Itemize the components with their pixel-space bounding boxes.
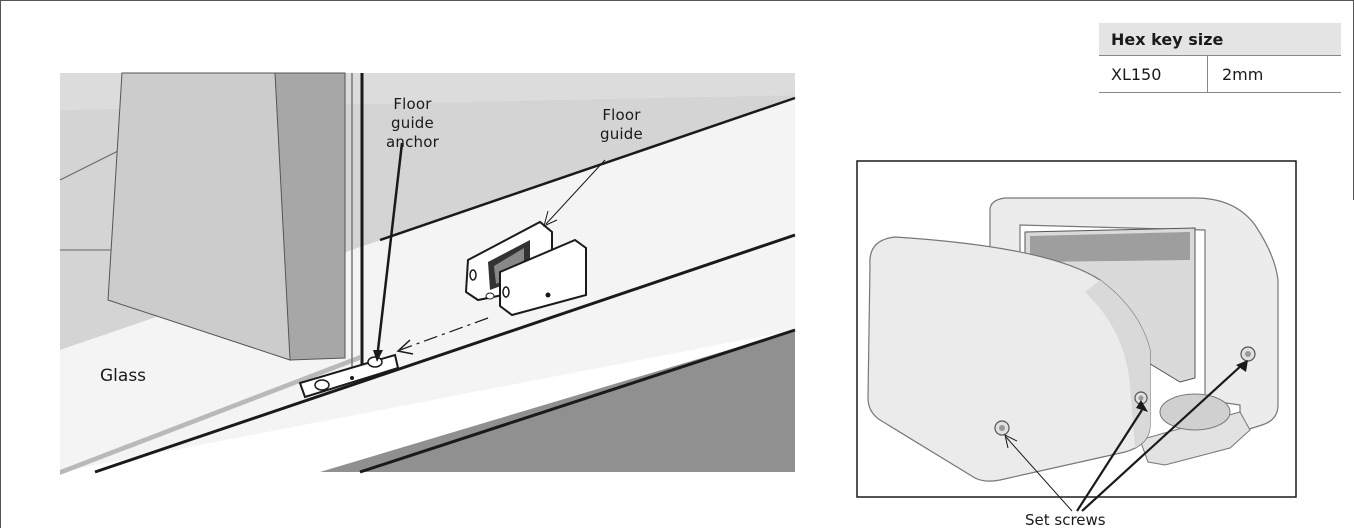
set-screws-label: Set screws — [1025, 511, 1106, 529]
glass-channel — [60, 355, 360, 475]
anchor-leader-arrow-icon — [373, 350, 383, 362]
floor-guide-anchor-label: Floor guide anchor — [386, 95, 439, 151]
anchor-hole-icon — [314, 379, 330, 391]
anchor-leader — [376, 142, 404, 351]
floor-guide-label: Floor guide — [600, 106, 643, 143]
assembly-arrow-icon — [396, 339, 414, 355]
table-header: Hex key size — [1099, 23, 1341, 56]
sill-front-edge — [359, 328, 796, 474]
column-side — [274, 72, 346, 361]
floor-sill — [60, 98, 795, 472]
anchor-hole-icon — [367, 356, 383, 368]
table-cell-model: XL150 — [1099, 55, 1208, 93]
sill-edge — [94, 233, 796, 474]
glass-label: Glass — [100, 366, 147, 386]
assembly-path-line — [399, 317, 489, 351]
left-scene — [59, 72, 796, 475]
detail-box — [856, 160, 1297, 512]
hex-key-size-table: Hex key size XL150 2mm — [1099, 23, 1341, 93]
floor-guide-part — [464, 220, 587, 317]
table-header-row: Hex key size — [1099, 23, 1341, 56]
wall-line — [59, 149, 121, 181]
wall-floor-edge — [379, 96, 796, 242]
anchor-dot — [350, 376, 354, 380]
sill-front-face — [320, 330, 795, 472]
guide-leader — [545, 159, 606, 225]
table-cell-size: 2mm — [1207, 55, 1341, 93]
guide-leader-arrow-icon — [543, 210, 558, 227]
table-row: XL150 2mm — [1099, 55, 1341, 93]
